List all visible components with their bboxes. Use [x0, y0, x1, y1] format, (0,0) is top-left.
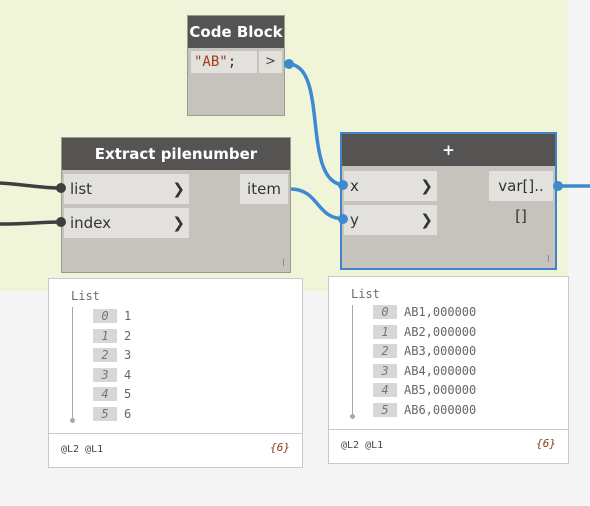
input-port-list-label: list: [70, 180, 93, 198]
input-port-x[interactable]: x ❯: [344, 171, 437, 201]
item-count: {6}: [536, 437, 556, 450]
lacing-mark: [548, 255, 549, 262]
tree-line: [72, 307, 73, 419]
chevron-right-icon: ❯: [172, 214, 185, 232]
code-terminator: ;: [227, 54, 237, 70]
preview-footer: @L2 @L1 {6}: [329, 429, 568, 463]
list-input-connector[interactable]: [56, 183, 66, 193]
input-port-index[interactable]: index ❯: [64, 208, 189, 238]
input-port-y-label: y: [350, 211, 359, 229]
code-block-output-port[interactable]: >: [259, 51, 282, 73]
y-input-connector[interactable]: [338, 214, 348, 224]
item-count: {6}: [270, 441, 290, 454]
list-levels[interactable]: @L2 @L1: [341, 440, 384, 451]
input-port-list[interactable]: list ❯: [64, 174, 189, 204]
output-port-item[interactable]: item: [240, 174, 288, 204]
plus-output-connector[interactable]: [553, 181, 563, 191]
list-title: List: [71, 289, 100, 303]
extract-pilenumber-node[interactable]: Extract pilenumber list ❯ index ❯ item: [61, 137, 291, 273]
chevron-right-icon: ❯: [420, 211, 433, 229]
tree-end: [70, 418, 75, 423]
list-title: List: [351, 287, 380, 301]
code-block-node[interactable]: Code Block "AB"; >: [187, 15, 285, 116]
extract-pilenumber-title: Extract pilenumber: [62, 138, 290, 170]
code-block-output-connector[interactable]: [284, 59, 294, 69]
x-input-connector[interactable]: [338, 180, 348, 190]
input-port-index-label: index: [70, 214, 112, 232]
preview-footer: @L2 @L1 {6}: [49, 433, 302, 467]
chevron-right-icon: ❯: [172, 180, 185, 198]
code-block-title: Code Block: [188, 16, 284, 48]
tree-line: [352, 305, 353, 416]
output-port-var[interactable]: var[]..[]: [489, 171, 553, 225]
input-port-y[interactable]: y ❯: [344, 205, 437, 235]
input-port-x-label: x: [350, 177, 359, 195]
chevron-right-icon: ❯: [420, 177, 433, 195]
plus-node[interactable]: + x ❯ y ❯ var[]..[]: [340, 132, 557, 270]
plus-node-title: +: [342, 134, 555, 166]
list-levels[interactable]: @L2 @L1: [61, 444, 104, 455]
code-string: "AB": [194, 54, 228, 70]
code-block-editor[interactable]: "AB";: [191, 51, 257, 73]
tree-end: [350, 414, 355, 419]
lacing-mark: [283, 259, 284, 266]
index-input-connector[interactable]: [56, 217, 66, 227]
